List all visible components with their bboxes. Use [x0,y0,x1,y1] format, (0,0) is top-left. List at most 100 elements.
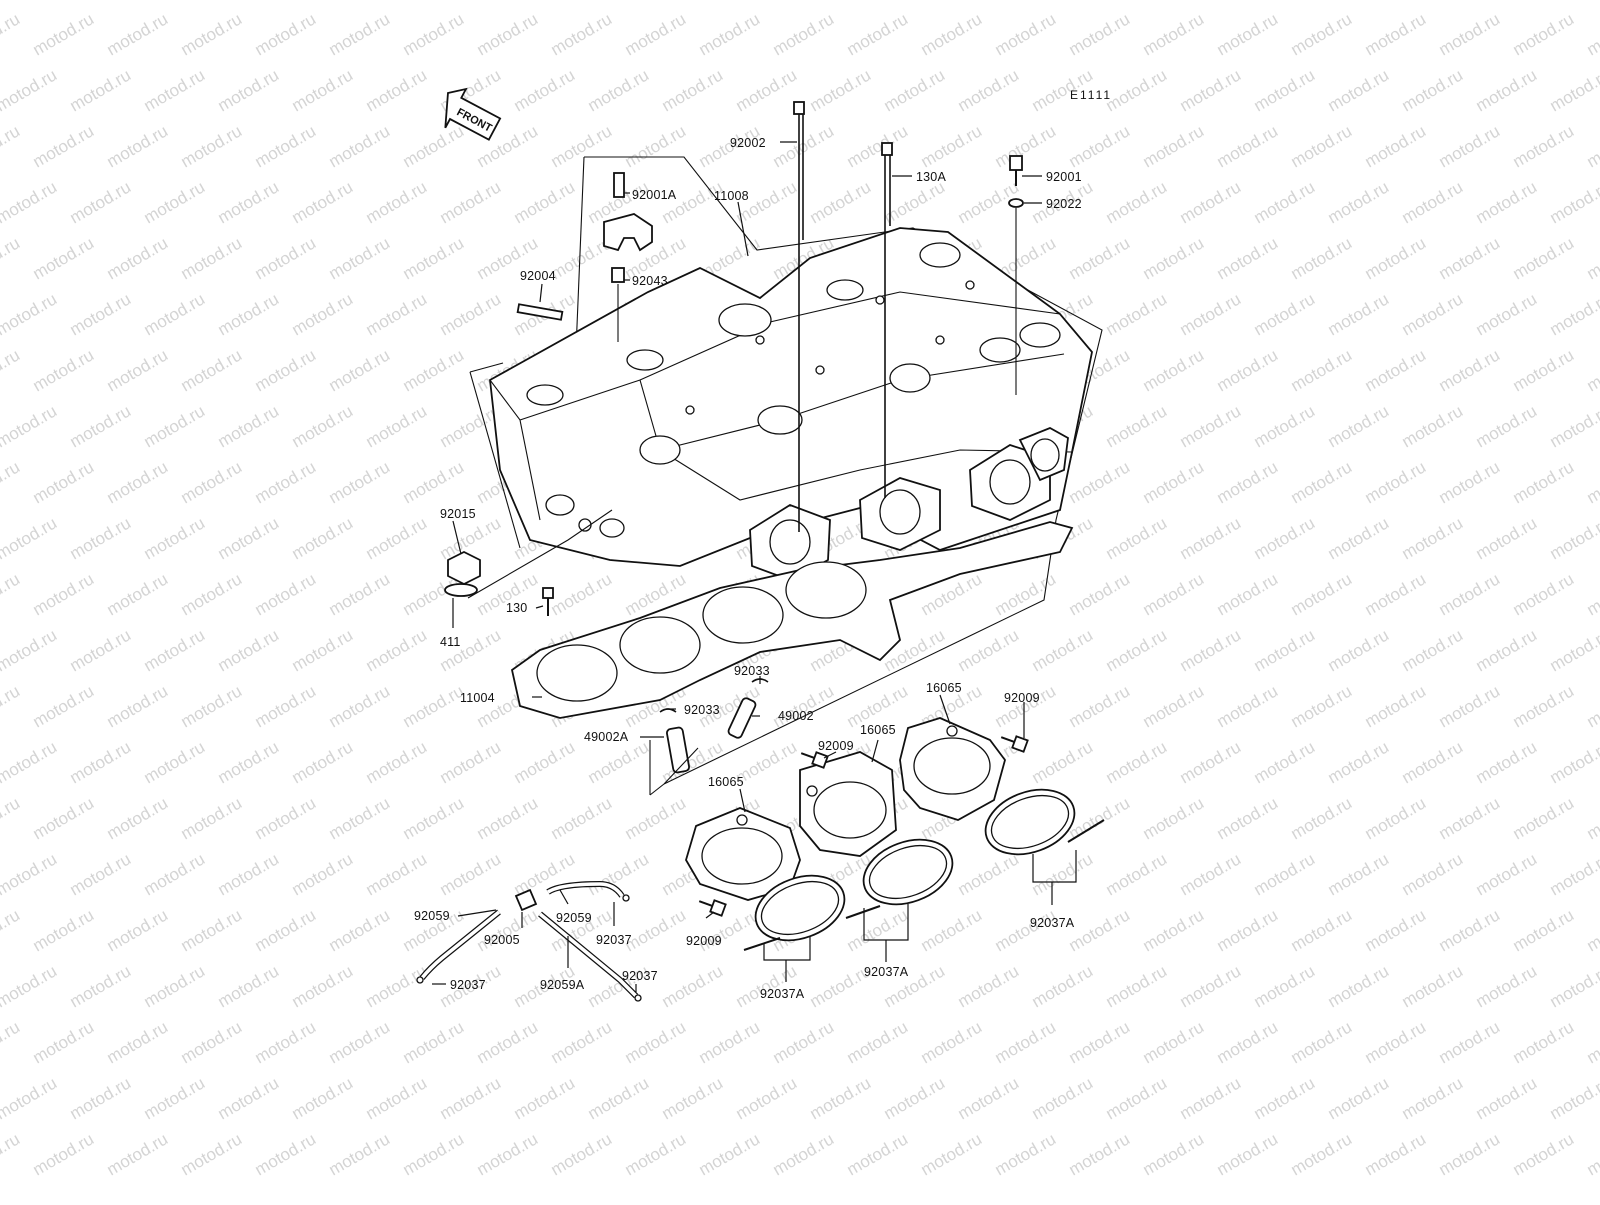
watermark-text: motod.ru [0,737,60,787]
watermark-text: motod.ru [659,65,727,115]
watermark-text: motod.ru [548,569,616,619]
watermark-text: motod.ru [1510,1129,1578,1179]
watermark-text: motod.ru [30,1129,98,1179]
callout-130A: 130A [916,170,946,184]
watermark-text: motod.ru [1547,737,1600,787]
watermark-text: motod.ru [30,1017,98,1067]
watermark-text: motod.ru [289,177,357,227]
watermark-text: motod.ru [1473,625,1541,675]
callout-92022: 92022 [1046,197,1082,211]
watermark-text: motod.ru [548,793,616,843]
watermark-text: motod.ru [252,793,320,843]
watermark-text: motod.ru [363,849,431,899]
watermark-text: motod.ru [1288,457,1356,507]
watermark-text: motod.ru [1251,625,1319,675]
watermark-text: motod.ru [1140,121,1208,171]
callout-92037-c: 92037 [450,978,486,992]
watermark-text: motod.ru [1399,849,1467,899]
watermark-text: motod.ru [141,961,209,1011]
watermark-text: motod.ru [1510,233,1578,283]
watermark-text: motod.ru [1288,121,1356,171]
watermark-text: motod.ru [1251,513,1319,563]
watermark-text: motod.ru [326,681,394,731]
watermark-text: motod.ru [437,737,505,787]
watermark-text: motod.ru [1214,9,1282,59]
watermark-text: motod.ru [67,289,135,339]
watermark-text: motod.ru [733,0,801,3]
watermark-text: motod.ru [918,1017,986,1067]
watermark-text: motod.ru [0,625,60,675]
watermark-text: motod.ru [1436,569,1504,619]
watermark-text: motod.ru [289,513,357,563]
watermark-text: motod.ru [1436,457,1504,507]
watermark-text: motod.ru [844,1017,912,1067]
watermark-text: motod.ru [622,9,690,59]
watermark-text: motod.ru [1103,849,1171,899]
watermark-text: motod.ru [67,0,135,3]
callout-92037-b: 92037 [622,969,658,983]
watermark-text: motod.ru [1325,65,1393,115]
watermark-text: motod.ru [1066,905,1134,955]
watermark-text: motod.ru [511,0,579,3]
watermark-text: motod.ru [1362,793,1430,843]
watermark-text: motod.ru [289,0,357,3]
watermark-text: motod.ru [67,177,135,227]
watermark-text: motod.ru [1399,289,1467,339]
watermark-text: motod.ru [1362,9,1430,59]
watermark-text: motod.ru [1510,121,1578,171]
watermark-text: motod.ru [0,9,23,59]
watermark-text: motod.ru [67,513,135,563]
watermark-text: motod.ru [1288,569,1356,619]
watermark-text: motod.ru [1399,401,1467,451]
watermark-text: motod.ru [1288,1129,1356,1179]
watermark-text: motod.ru [0,1017,23,1067]
watermark-text: motod.ru [0,1073,60,1123]
watermark-text: motod.ru [511,1073,579,1123]
watermark-text: motod.ru [215,625,283,675]
watermark-text: motod.ru [1510,681,1578,731]
watermark-text: motod.ru [1547,65,1600,115]
watermark-text: motod.ru [1066,569,1134,619]
watermark-text: motod.ru [252,569,320,619]
watermark-text: motod.ru [67,737,135,787]
watermark-text: motod.ru [104,345,172,395]
watermark-text: motod.ru [104,905,172,955]
watermark-text: motod.ru [881,1073,949,1123]
watermark-text: motod.ru [770,1017,838,1067]
watermark-text: motod.ru [807,65,875,115]
watermark-text: motod.ru [1066,121,1134,171]
watermark-text: motod.ru [1177,849,1245,899]
watermark-text: motod.ru [1399,0,1467,3]
watermark-text: motod.ru [67,849,135,899]
watermark-text: motod.ru [1288,1017,1356,1067]
watermark-text: motod.ru [1140,569,1208,619]
watermark-text: motod.ru [1510,9,1578,59]
watermark-text: motod.ru [1140,233,1208,283]
watermark-text: motod.ru [1436,1017,1504,1067]
watermark-text: motod.ru [622,1017,690,1067]
watermark-text: motod.ru [1399,961,1467,1011]
watermark-text: motod.ru [289,849,357,899]
watermark-text: motod.ru [659,1073,727,1123]
watermark-text: motod.ru [1473,849,1541,899]
watermark-text: motod.ru [1547,401,1600,451]
callout-92037A-middle: 92037A [864,965,909,979]
watermark-text: motod.ru [141,289,209,339]
watermark-text: motod.ru [1029,849,1097,899]
watermark-text: motod.ru [326,345,394,395]
watermark-text: motod.ru [400,1017,468,1067]
watermark-text: motod.ru [0,121,23,171]
watermark-text: motod.ru [326,1017,394,1067]
watermark-text: motod.ru [1547,177,1600,227]
callout-92015: 92015 [440,507,476,521]
watermark-text: motod.ru [1399,625,1467,675]
watermark-text: motod.ru [1103,0,1171,3]
callout-92009-middle: 92009 [818,739,854,753]
watermark-text: motod.ru [659,0,727,3]
watermark-text: motod.ru [437,849,505,899]
watermark-text: motod.ru [178,681,246,731]
watermark-text: motod.ru [178,1129,246,1179]
watermark-text: motod.ru [844,121,912,171]
watermark-text: motod.ru [1066,681,1134,731]
